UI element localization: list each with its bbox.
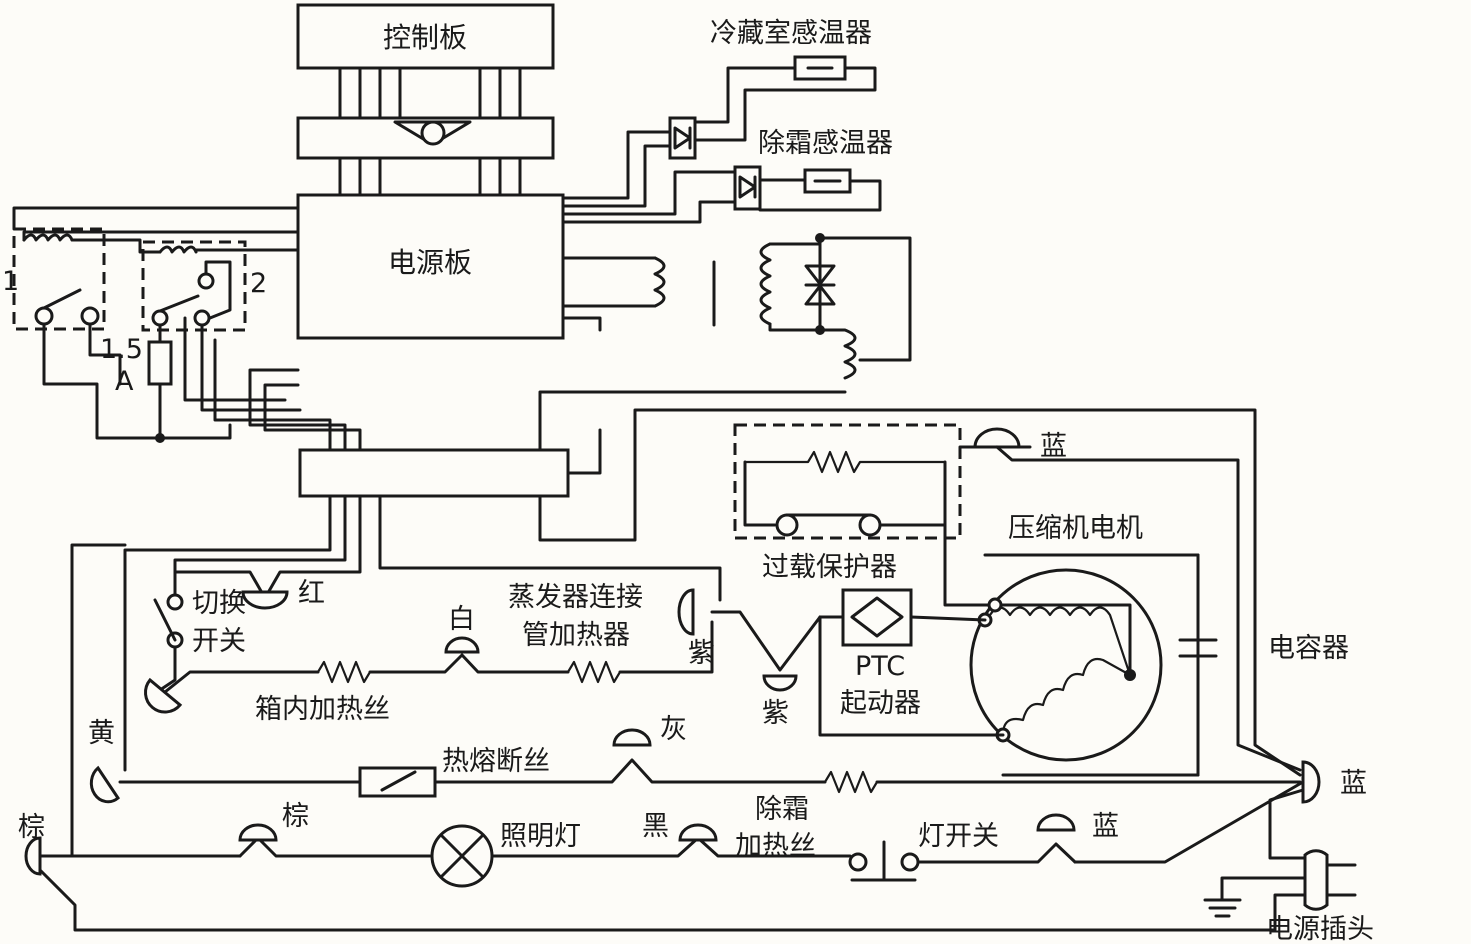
ptc-label-2: 起动器	[840, 688, 921, 719]
control-board: 控制板	[296, 3, 555, 70]
fuse-rating: 1.5	[100, 334, 143, 365]
thermal-fuse-label: 热熔断丝	[442, 746, 550, 777]
relay-2: 2	[141, 240, 267, 332]
thermal-fuse-row: 黄 热熔断丝 灰	[88, 714, 1302, 804]
capacitor: 电容器	[1178, 553, 1349, 777]
capacitor-label: 电容器	[1268, 633, 1349, 664]
power-board-label: 电源板	[388, 246, 472, 279]
evaporator-pipe-heater: 蒸发器连接 管加热器 紫 紫	[378, 494, 822, 729]
wire-blue-right: 蓝	[1340, 768, 1367, 799]
wire-yellow: 黄	[88, 718, 115, 749]
connector-bus-upper	[296, 66, 555, 197]
wire-red: 红	[298, 578, 325, 609]
wire-brown-left: 棕	[18, 812, 45, 843]
red-connector: 红	[173, 494, 362, 610]
wire-purple-2: 紫	[762, 698, 789, 729]
wire-brown-mid: 棕	[282, 801, 309, 832]
wire-black: 黑	[642, 811, 669, 842]
fuse-unit: A	[115, 366, 134, 397]
wire-blue-top: 蓝	[1040, 431, 1067, 462]
power-board: 电源板	[296, 193, 565, 340]
ptc-starter: PTC 起动器	[818, 588, 1005, 737]
defrost-sensor-label: 除霜感温器	[758, 128, 893, 159]
terminal-block	[298, 408, 1302, 777]
compressor-motor-label: 压缩机电机	[1008, 513, 1143, 544]
wire-purple-1: 紫	[688, 638, 715, 669]
evap-heater-label-2: 管加热器	[522, 620, 630, 651]
control-board-label: 控制板	[383, 21, 467, 54]
wire-gray: 灰	[660, 714, 687, 745]
relay-2-label: 2	[250, 268, 267, 299]
defrost-temperature-sensor: 除霜感温器	[561, 128, 893, 224]
switch-label-2: 开关	[192, 626, 246, 657]
overload-protector: 过载保护器	[733, 423, 997, 607]
power-plug: 电源插头	[38, 849, 1374, 944]
switch-circuit: 切换 开关	[123, 494, 347, 772]
switch-label-1: 切换	[192, 588, 246, 619]
relay-1: 1	[2, 227, 106, 331]
overload-protector-label: 过载保护器	[762, 552, 897, 583]
transformer	[538, 233, 912, 452]
cabinet-heater-label: 箱内加热丝	[255, 694, 390, 725]
power-plug-label: 电源插头	[1266, 914, 1374, 944]
relay-wiring: 1.5 A	[12, 206, 362, 452]
yellow-connector-switch: 白 箱内加热丝	[143, 604, 714, 725]
relay-1-label: 1	[2, 266, 19, 297]
fridge-sensor-label: 冷藏室感温器	[710, 18, 872, 49]
blue-connector-top: 蓝	[958, 427, 1302, 772]
lamp-row: 棕 棕 照明灯 黑 除霜 加热丝 灯开关 蓝	[18, 543, 1119, 888]
compressor-motor: 压缩机电机	[969, 513, 1200, 777]
wire-blue-bottom: 蓝	[1092, 811, 1119, 842]
defrost-heater-label-2: 加热丝	[735, 831, 816, 862]
defrost-heater-label-1: 除霜	[755, 794, 809, 825]
evap-heater-label-1: 蒸发器连接	[508, 582, 643, 613]
ptc-label-1: PTC	[855, 651, 905, 682]
lamp-switch-label: 灯开关	[918, 821, 999, 852]
blue-connector-right: 蓝	[1073, 760, 1367, 864]
lamp-label: 照明灯	[500, 821, 581, 852]
wire-white: 白	[448, 604, 475, 635]
fridge-temperature-sensor: 冷藏室感温器	[561, 18, 877, 208]
